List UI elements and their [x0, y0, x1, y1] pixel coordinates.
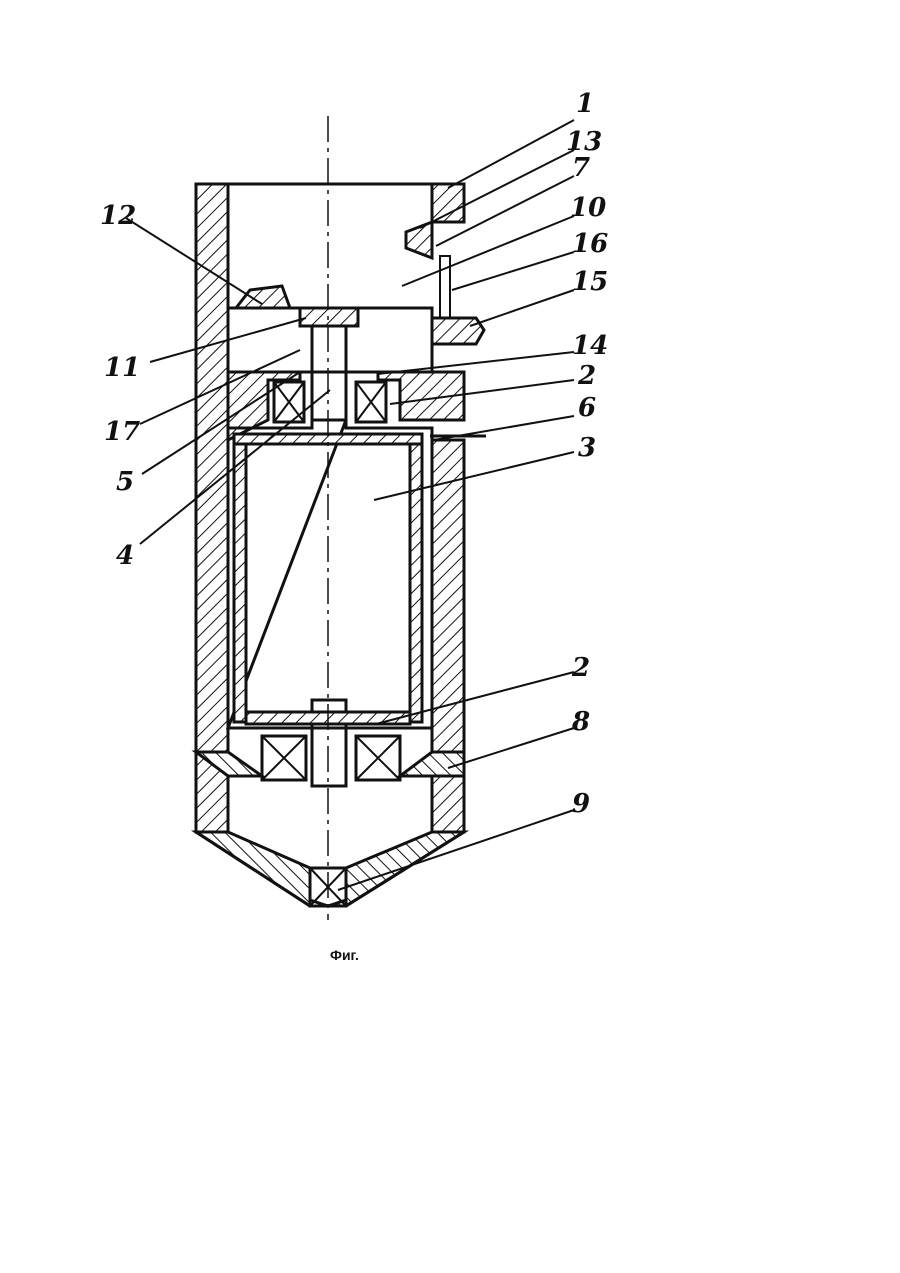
label-7: 7: [572, 153, 590, 183]
figure-caption: Фиг.: [330, 947, 359, 963]
impeller-blade-left: [236, 286, 290, 308]
label-14: 14: [572, 331, 608, 361]
label-1: 1: [576, 89, 594, 119]
label-6: 6: [578, 393, 596, 423]
label-15: 15: [572, 267, 608, 297]
label-11: 11: [104, 353, 140, 383]
nozzle-15: [432, 318, 484, 344]
labels: 1 13 7 10 16 15 14 2 6 3 2 8 9 12 11 17 …: [100, 89, 608, 819]
label-2-bottom: 2: [571, 653, 590, 683]
bottom-right-shoulder: [400, 752, 464, 776]
leader-lines: [126, 120, 574, 890]
label-17: 17: [104, 417, 140, 447]
label-5: 5: [116, 467, 134, 497]
housing-right-wall-upper: [432, 184, 464, 222]
label-16: 16: [572, 229, 608, 259]
label-8: 8: [571, 707, 590, 737]
pin-16: [440, 256, 450, 318]
label-2-top: 2: [577, 361, 596, 391]
impeller-assembly: [228, 222, 484, 372]
label-12: 12: [100, 201, 136, 231]
label-3: 3: [578, 433, 596, 463]
window-right: [406, 222, 432, 258]
label-4: 4: [116, 541, 134, 571]
housing-left-wall: [196, 184, 228, 832]
label-10: 10: [570, 193, 606, 223]
impeller-hub: [300, 308, 358, 326]
label-9: 9: [572, 789, 590, 819]
